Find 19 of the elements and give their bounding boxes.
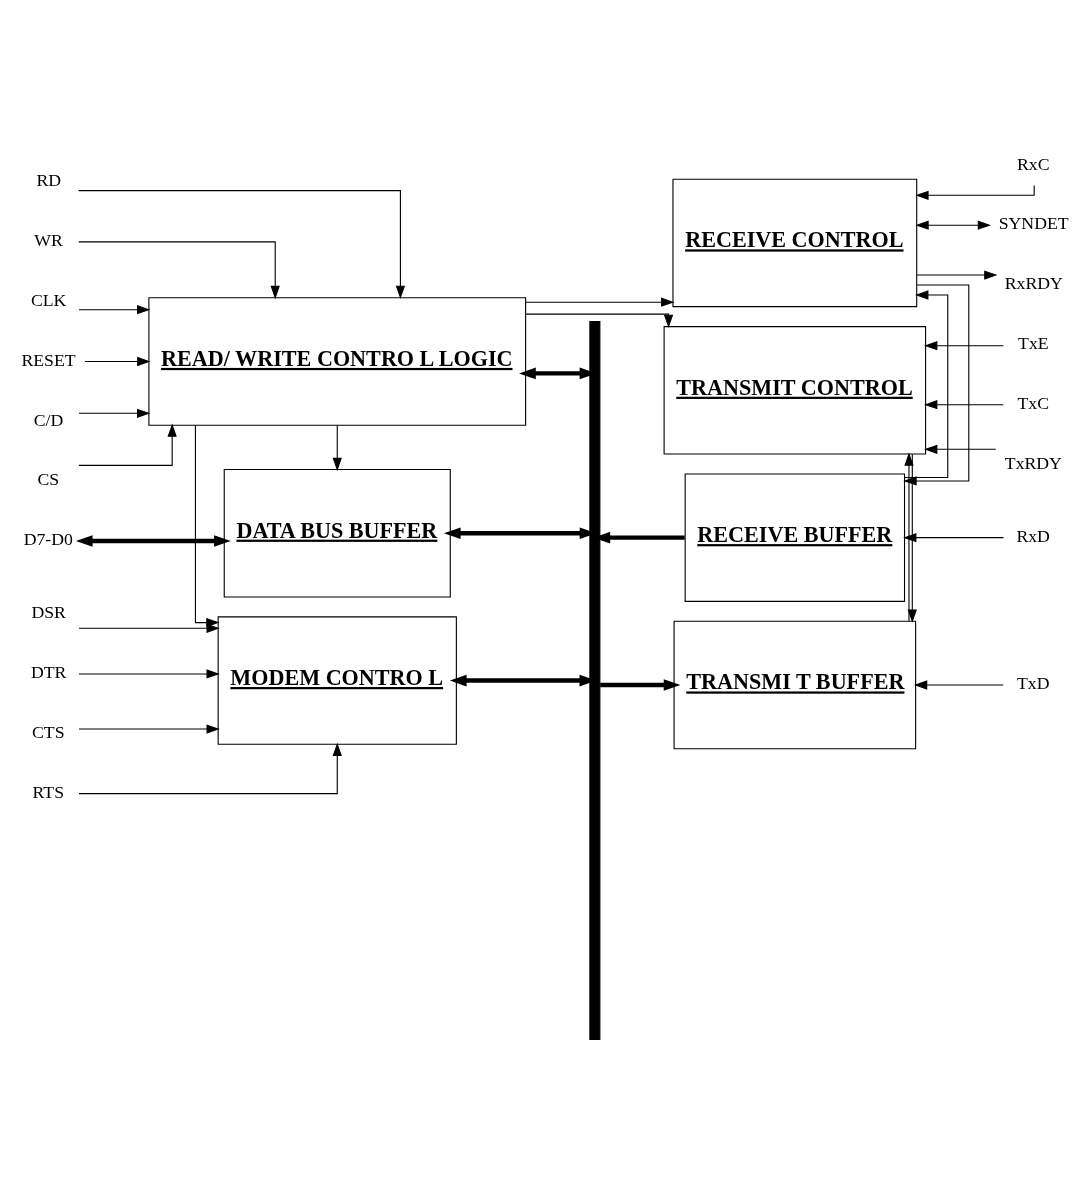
node-text: TxD	[1017, 672, 1050, 693]
node-text: DSR	[31, 601, 66, 622]
node-text: D7-D0	[23, 528, 73, 549]
node-text: WR	[34, 229, 63, 250]
node-text: TxRDY	[1004, 452, 1062, 473]
node-text: C/D	[33, 409, 64, 430]
node-text: RxC	[1017, 153, 1050, 174]
node-text: RD	[36, 169, 62, 190]
node-text: CS	[37, 468, 60, 489]
node-text: TxE	[1018, 332, 1049, 353]
node-text: TxC	[1017, 392, 1050, 413]
node-text: SYNDET	[998, 212, 1069, 233]
node-text: CLK	[30, 289, 67, 310]
node-text: CTS	[32, 721, 65, 742]
node-text: RTS	[32, 781, 64, 802]
node-text: RESET	[21, 349, 76, 370]
node-text: RxRDY	[1004, 272, 1063, 293]
node-text: DTR	[30, 661, 67, 682]
node-text: RxD	[1016, 525, 1050, 546]
